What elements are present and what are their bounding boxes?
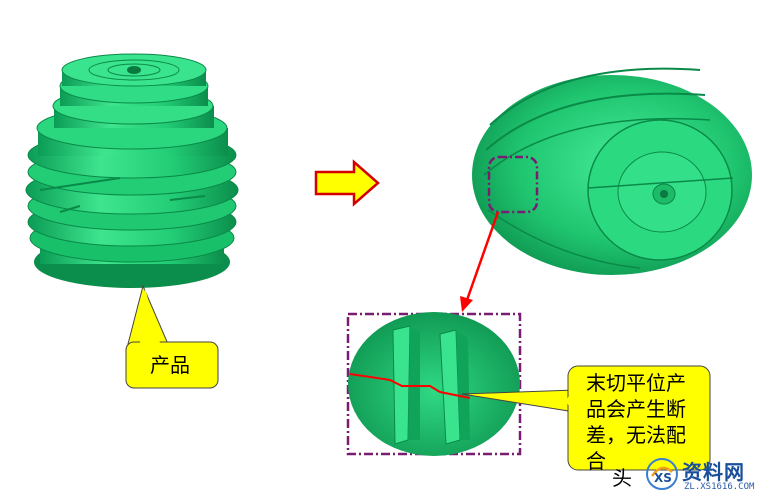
product-model-left	[25, 53, 239, 288]
callout-defect-line-1: 末切平位产	[586, 371, 686, 395]
zoom-leader-arrow	[460, 211, 500, 312]
callout-defect-line-4: 合	[586, 449, 606, 473]
product-model-right	[472, 67, 752, 275]
watermark-brand: 资料网	[682, 460, 745, 484]
watermark-url: ZL.XS1616.COM	[684, 482, 755, 492]
trailing-text: 头	[612, 466, 632, 490]
callout-product-bubble	[125, 284, 219, 389]
watermark: XS 资料网 ZL.XS1616.COM	[644, 452, 756, 498]
watermark-logo-icon: XS	[646, 458, 678, 490]
callout-defect-line-2: 品会产生断	[586, 397, 686, 421]
transition-arrow	[314, 159, 380, 207]
zoom-detail	[346, 312, 522, 456]
callout-defect-line-3: 差，无法配	[586, 423, 686, 447]
svg-text:XS: XS	[654, 471, 672, 485]
callout-product-label: 产品	[150, 353, 190, 377]
callout-defect-bubble	[461, 365, 711, 471]
